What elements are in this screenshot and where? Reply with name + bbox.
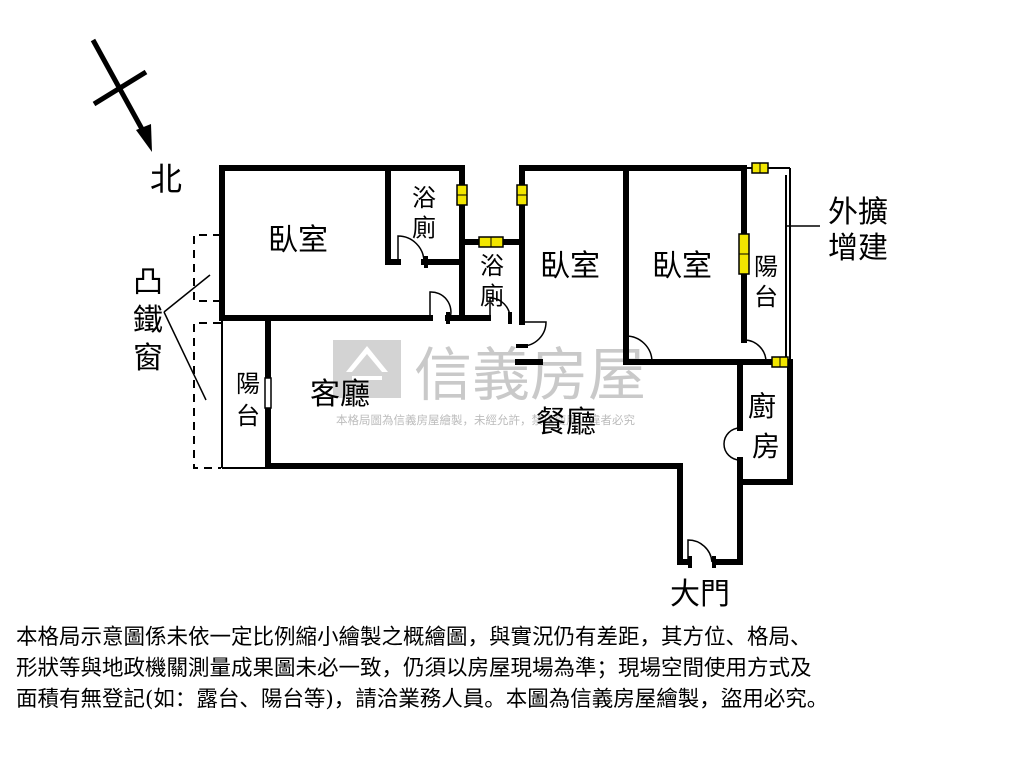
balcony-right-label-1: 陽	[754, 253, 778, 281]
bay-window-label-1: 凸	[133, 265, 163, 300]
windows	[456, 162, 789, 368]
watermark: 信義房屋 本格局圖為信義房屋繪製，未經允許，禁止使用，違者必究	[333, 340, 646, 427]
thin-walls	[221, 167, 791, 469]
balcony-left-label-1: 陽	[236, 370, 260, 398]
bay-window-label-2: 鐵	[133, 303, 163, 338]
bathroom-1-label-2: 廁	[412, 214, 436, 242]
bathroom-2-label-2: 廁	[480, 282, 504, 310]
floor-plan: 信義房屋 本格局圖為信義房屋繪製，未經允許，禁止使用，違者必究 北 凸 鐵 窗	[90, 38, 888, 612]
watermark-logo-mark	[346, 346, 388, 372]
balcony-left-label-2: 台	[236, 402, 260, 430]
extension-label-2: 增建	[828, 231, 888, 266]
window-balcony-left	[264, 377, 272, 409]
balcony-right-label-2: 台	[754, 283, 778, 311]
watermark-brand: 信義房屋	[414, 341, 646, 409]
bedroom-2-label: 臥室	[540, 249, 600, 284]
kitchen-label-2: 房	[752, 430, 780, 463]
disclaimer-line: 面積有無登記(如：露台、陽台等)，請洽業務人員。本圖為信義房屋繪製，盜用必究。	[16, 687, 829, 712]
door-jambs	[424, 256, 716, 568]
extension-label-1: 外擴	[828, 195, 888, 230]
bedroom-1-label: 臥室	[268, 223, 328, 258]
bathroom-2-label-1: 浴	[480, 252, 504, 280]
bay-window-label-3: 窗	[133, 341, 163, 376]
main-door-label: 大門	[670, 577, 730, 612]
bay-window-leader	[163, 274, 211, 401]
dining-room-label: 餐廳	[536, 405, 596, 440]
disclaimer-line: 形狀等與地政機關測量成果圖未必一致，仍須以房屋現場為準；現場空間使用方式及	[16, 656, 812, 681]
bedroom-3-label: 臥室	[652, 249, 712, 284]
kitchen-label-1: 廚	[748, 390, 776, 423]
disclaimer-line: 本格局示意圖係未依一定比例縮小繪製之概繪圖，與實況仍有差距，其方位、格局、	[16, 625, 812, 650]
north-label: 北	[150, 160, 182, 198]
north-arrow-icon	[90, 38, 152, 152]
watermark-notice: 本格局圖為信義房屋繪製，未經允許，禁止使用，違者必究	[336, 413, 635, 427]
living-room-label: 客廳	[310, 377, 370, 412]
disclaimer: 本格局示意圖係未依一定比例縮小繪製之概繪圖，與實況仍有差距，其方位、格局、 形狀…	[16, 622, 1016, 715]
bathroom-1-label-1: 浴	[412, 184, 436, 212]
bay-window-outline	[193, 234, 221, 469]
